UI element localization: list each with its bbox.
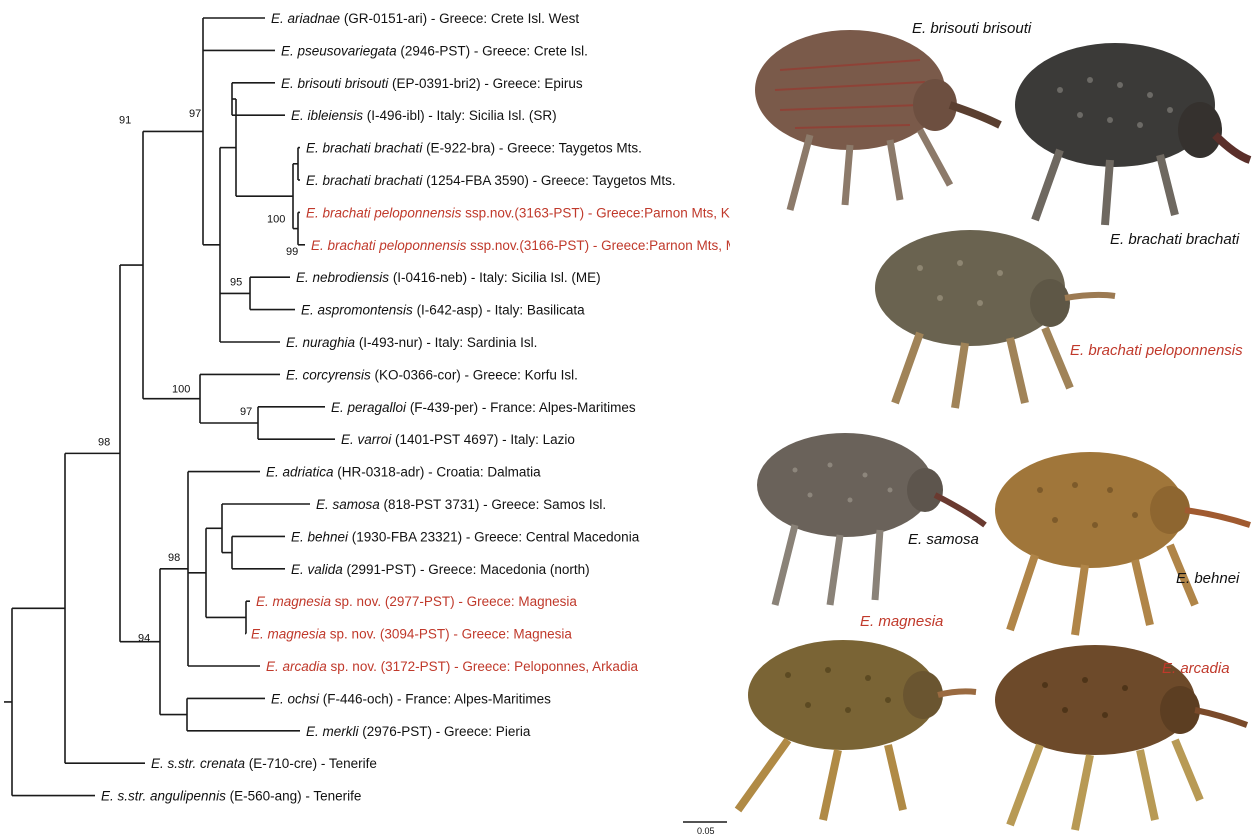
tip-label-mag2: E. magnesia sp. nov. (3094-PST) - Greece…: [251, 627, 572, 642]
tip-label-ang: E. s.str. angulipennis (E-560-ang) - Ten…: [101, 789, 361, 804]
support-value: 91: [119, 114, 131, 126]
tip-label-asp: E. aspromontensis (I-642-asp) - Italy: B…: [301, 303, 585, 318]
beetle-photo-brachati: [1010, 30, 1255, 230]
photo-label-samosa: E. samosa: [908, 531, 979, 548]
photo-label-brachati: E. brachati brachati: [1110, 231, 1239, 248]
photo-label-peloponnensis: E. brachati peloponnensis: [1070, 342, 1243, 359]
support-value: 98: [98, 436, 110, 448]
tip-label-beh: E. behnei (1930-FBA 23321) - Greece: Cen…: [291, 529, 640, 544]
beetle-photo-magnesia: [728, 630, 978, 830]
tip-label-mag1: E. magnesia sp. nov. (2977-PST) - Greece…: [256, 594, 577, 609]
tip-label-nur: E. nuraghia (I-493-nur) - Italy: Sardini…: [286, 335, 537, 350]
beetle-photo-brisouti: [750, 10, 1010, 220]
tip-label-per: E. peragalloi (F-439-per) - France: Alpe…: [331, 400, 636, 415]
support-value: 97: [240, 406, 252, 418]
photo-label-magnesia: E. magnesia: [860, 613, 943, 630]
beetle-photo-behnei: [985, 440, 1255, 640]
photo-label-arcadia: E. arcadia: [1162, 660, 1230, 677]
support-value: 100: [172, 384, 190, 396]
phylogenetic-tree: E. ariadnae (GR-0151-ari) - Greece: Cret…: [0, 0, 730, 840]
tip-label-cor: E. corcyrensis (KO-0366-cor) - Greece: K…: [286, 367, 578, 382]
support-value: 99: [286, 246, 298, 258]
tip-label-val: E. valida (2991-PST) - Greece: Macedonia…: [291, 562, 590, 577]
tip-label-och: E. ochsi (F-446-och) - France: Alpes-Mar…: [271, 691, 551, 706]
tip-label-adr: E. adriatica (HR-0318-adr) - Croatia: Da…: [266, 465, 541, 480]
support-value: 98: [168, 552, 180, 564]
beetle-photo-peloponnensis: [870, 218, 1120, 418]
support-value: 100: [267, 214, 285, 226]
tip-label-pel1: E. brachati peloponnensis ssp.nov.(3163-…: [306, 205, 730, 220]
tip-label-arc: E. arcadia sp. nov. (3172-PST) - Greece:…: [266, 659, 638, 674]
tip-label-ari: E. ariadnae (GR-0151-ari) - Greece: Cret…: [271, 11, 579, 26]
tip-label-sam: E. samosa (818-PST 3731) - Greece: Samos…: [316, 497, 606, 512]
scale-bar-label: 0.05: [697, 826, 715, 836]
tip-label-pel2: E. brachati peloponnensis ssp.nov.(3166-…: [311, 238, 730, 253]
tip-label-bra1: E. brachati brachati (E-922-bra) - Greec…: [306, 141, 642, 156]
tip-label-neb: E. nebrodiensis (I-0416-neb) - Italy: Si…: [296, 270, 601, 285]
tip-label-mer: E. merkli (2976-PST) - Greece: Pieria: [306, 724, 531, 739]
tip-label-var: E. varroi (1401-PST 4697) - Italy: Lazio: [341, 432, 575, 447]
tip-label-bra2: E. brachati brachati (1254-FBA 3590) - G…: [306, 173, 676, 188]
support-value: 95: [230, 276, 242, 288]
tip-label-ibl: E. ibleiensis (I-496-ibl) - Italy: Sicil…: [291, 108, 557, 123]
photo-label-brisouti: E. brisouti brisouti: [912, 20, 1031, 37]
support-value: 94: [138, 633, 150, 645]
tip-label-pse: E. pseusovariegata (2946-PST) - Greece: …: [281, 43, 588, 58]
photo-label-behnei: E. behnei: [1176, 570, 1239, 587]
tip-label-bri: E. brisouti brisouti (EP-0391-bri2) - Gr…: [281, 76, 583, 91]
beetle-photo-samosa: [750, 425, 990, 615]
support-value: 97: [189, 108, 201, 120]
tip-label-cre: E. s.str. crenata (E-710-cre) - Tenerife: [151, 756, 377, 771]
